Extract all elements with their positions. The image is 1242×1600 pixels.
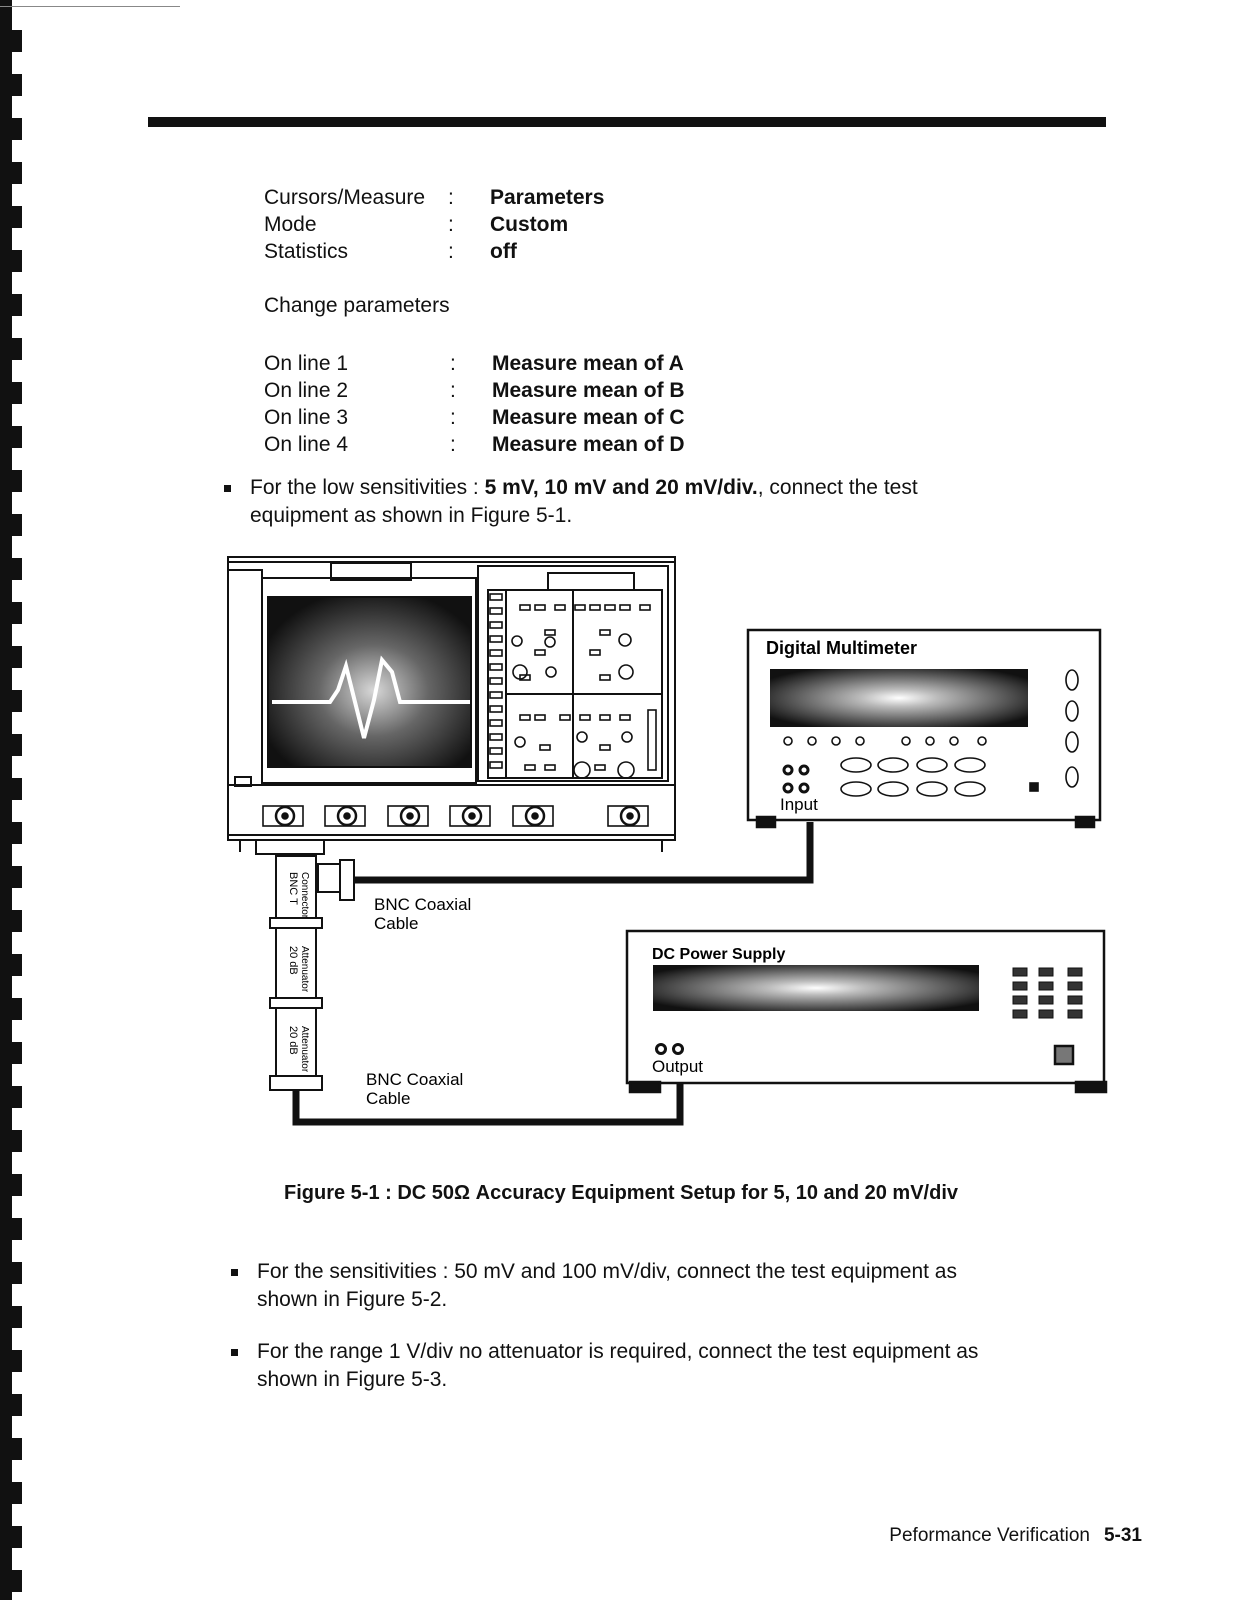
bullet-range: For the range 1 V/div no attenuator is r…: [231, 1338, 979, 1394]
digital-multimeter: [746, 628, 1102, 829]
settings-list: Cursors/Measure: Parameters Mode: Custom S…: [264, 184, 604, 265]
bullet-line: For the sensitivities : 50 mV and 100 mV…: [257, 1260, 957, 1283]
bullet-sensitivities: For the sensitivities : 50 mV and 100 mV…: [231, 1258, 957, 1314]
top-edge-line: [0, 6, 180, 7]
parameter-colon: :: [450, 433, 456, 456]
attenuator-1-label-2: Attenuator: [299, 946, 310, 993]
bullet-line: shown in Figure 5-3.: [257, 1368, 448, 1391]
change-parameters-heading: Change parameters: [264, 294, 450, 317]
parameter-value: Measure mean of C: [492, 406, 685, 429]
bullet-low-sensitivities: For the low sensitivities : 5 mV, 10 mV …: [224, 474, 918, 530]
footer-section: Peformance Verification: [889, 1525, 1090, 1546]
multimeter-input-label: Input: [780, 795, 818, 814]
setting-value: Parameters: [490, 186, 605, 209]
parameter-label: On line 1: [264, 352, 349, 375]
t-connector-label-2: Connector: [299, 872, 310, 919]
bullet-text: , connect the test: [757, 476, 918, 499]
bnc-cable-top-label-2: Cable: [374, 914, 418, 933]
parameter-label: On line 4: [264, 433, 349, 456]
bnc-cables: [292, 822, 814, 1126]
header-rule: [148, 117, 1106, 127]
figure-caption: Figure 5-1 : DC 50Ω Accuracy Equipment S…: [284, 1182, 958, 1204]
setting-value: off: [490, 240, 517, 263]
bullet-icon: [231, 1269, 238, 1276]
setting-row: Mode: Custom: [264, 211, 604, 238]
setting-colon: :: [448, 186, 454, 209]
attenuator-2-label-1: 20 dB: [287, 1026, 299, 1055]
t-connector-attenuator-stack: [255, 839, 355, 1091]
parameter-value: Measure mean of B: [492, 379, 685, 402]
parameter-label: On line 2: [264, 379, 349, 402]
bullet-icon: [224, 485, 231, 492]
multimeter-title: Digital Multimeter: [766, 638, 917, 658]
power-supply-title: DC Power Supply: [652, 946, 785, 963]
power-supply-output-label: Output: [652, 1057, 703, 1076]
setting-colon: :: [448, 213, 454, 236]
t-connector-label-1: BNC T: [287, 872, 299, 905]
bnc-cable-top-label-1: BNC Coaxial: [374, 895, 471, 914]
setting-row: Cursors/Measure: Parameters: [264, 184, 604, 211]
page-number: 5-31: [1103, 1525, 1142, 1546]
parameter-row: On line 4: Measure mean of D: [264, 431, 685, 458]
parameter-row: On line 3: Measure mean of C: [264, 404, 685, 431]
dc-power-supply: [625, 929, 1108, 1094]
setting-label: Cursors/Measure: [264, 186, 426, 209]
parameter-label: On line 3: [264, 406, 349, 429]
setting-row: Statistics: off: [264, 238, 604, 265]
bullet-icon: [231, 1349, 238, 1356]
parameter-value: Measure mean of D: [492, 433, 685, 456]
setting-colon: :: [448, 240, 454, 263]
parameter-value: Measure mean of A: [492, 352, 684, 375]
attenuator-1-label-1: 20 dB: [287, 946, 299, 975]
bnc-cable-bottom-label-2: Cable: [366, 1089, 410, 1108]
parameters-list: On line 1: Measure mean of A On line 2: Me…: [264, 350, 685, 458]
parameter-row: On line 2: Measure mean of B: [264, 377, 685, 404]
attenuator-2-label-2: Attenuator: [299, 1026, 310, 1073]
bnc-cable-bottom-label-1: BNC Coaxial: [366, 1070, 463, 1089]
parameter-colon: :: [450, 379, 456, 402]
bullet-text: For the low sensitivities :: [250, 476, 485, 499]
bullet-line: equipment as shown in Figure 5-1.: [250, 504, 573, 527]
parameter-colon: :: [450, 406, 456, 429]
setting-label: Statistics: [264, 240, 349, 263]
parameter-row: On line 1: Measure mean of A: [264, 350, 685, 377]
binding-edge: [0, 0, 22, 1600]
setting-value: Custom: [490, 213, 569, 236]
bullet-bold-text: 5 mV, 10 mV and 20 mV/div.: [484, 476, 758, 499]
setting-label: Mode: [264, 213, 317, 236]
bullet-line: shown in Figure 5-2.: [257, 1288, 448, 1311]
oscilloscope: [227, 556, 676, 852]
bullet-line: For the range 1 V/div no attenuator is r…: [257, 1340, 979, 1363]
page-footer: Peformance Verification 5-31: [889, 1525, 1142, 1547]
parameter-colon: :: [450, 352, 456, 375]
bullet-line: For the low sensitivities : 5 mV, 10 mV …: [250, 474, 918, 502]
